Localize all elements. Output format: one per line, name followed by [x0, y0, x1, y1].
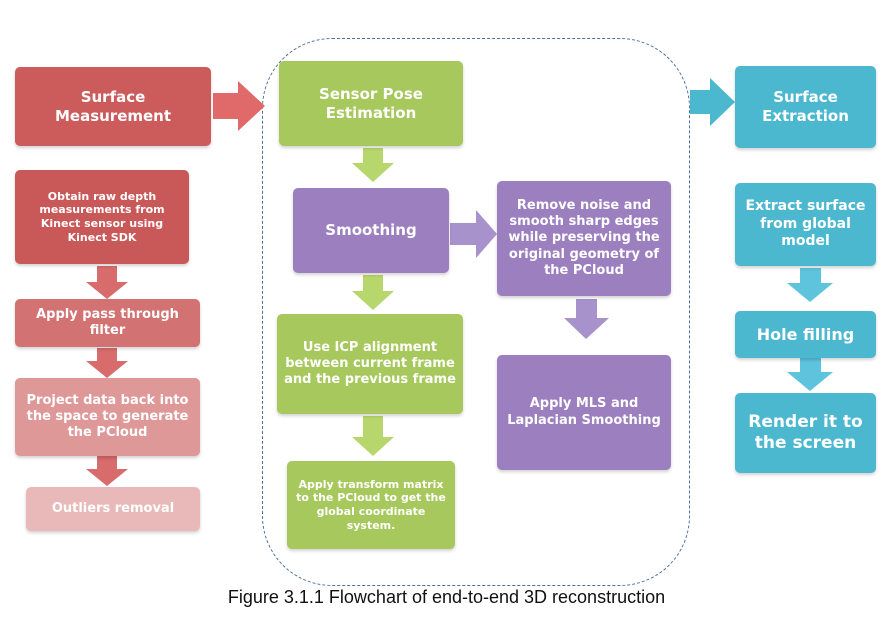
arrow-surface-measurement-to-pose: [213, 81, 265, 131]
figure-caption: Figure 3.1.1 Flowchart of end-to-end 3D …: [227, 587, 666, 607]
surface-measurement-header: Surface Measurement: [15, 67, 211, 146]
arrow-smoothing-to-remove-noise: [450, 210, 497, 258]
step-project-data: Project data back into the space to gene…: [15, 378, 200, 456]
arrow-mid-2: [352, 275, 394, 310]
step-remove-noise: Remove noise and smooth sharp edges whil…: [497, 181, 671, 296]
arrow-right-2: [787, 358, 833, 391]
arrow-mid-3: [352, 416, 394, 456]
arrow-right-1: [787, 268, 833, 302]
step-render-screen: Render it to the screen: [735, 393, 876, 473]
arrow-left-2: [86, 348, 128, 378]
step-outliers-removal: Outliers removal: [26, 487, 200, 531]
sensor-pose-estimation-header: Sensor Pose Estimation: [279, 61, 463, 146]
surface-extraction-header: Surface Extraction: [735, 66, 876, 148]
step-extract-surface: Extract surface from global model: [735, 183, 876, 266]
arrow-left-3: [86, 456, 128, 486]
pose-estimation-group-frame: [262, 38, 690, 586]
arrow-left-1: [86, 266, 128, 299]
step-pass-through-filter: Apply pass through filter: [15, 299, 200, 347]
arrow-mid-1: [352, 148, 394, 182]
step-apply-transform: Apply transform matrix to the PCloud to …: [287, 461, 455, 549]
arrow-pose-to-surface-extraction: [690, 78, 735, 126]
arrow-purple-down: [564, 299, 609, 339]
step-icp-alignment: Use ICP alignment between current frame …: [277, 314, 463, 414]
smoothing-box: Smoothing: [293, 188, 449, 273]
step-obtain-depth: Obtain raw depth measurements from Kinec…: [15, 170, 189, 264]
step-apply-mls: Apply MLS and Laplacian Smoothing: [497, 355, 671, 470]
step-hole-filling: Hole filling: [735, 311, 876, 358]
